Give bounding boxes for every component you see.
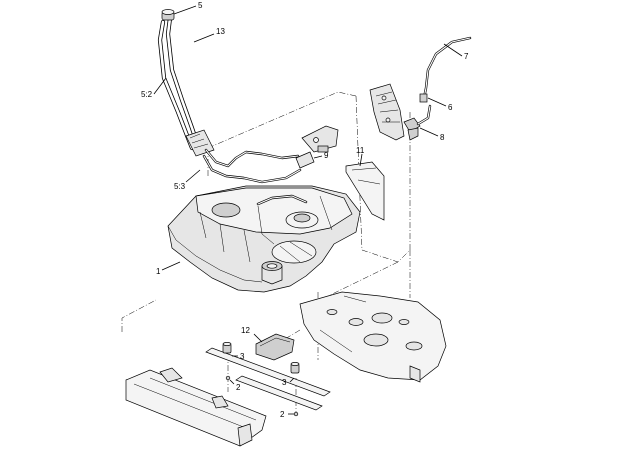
tank-strap: [205, 347, 331, 411]
screw-2b: [293, 411, 299, 417]
floor-plate: [299, 291, 447, 383]
leader-lines: [153, 5, 463, 415]
callout-3b: 3: [282, 378, 287, 387]
callout-7: 7: [464, 52, 469, 61]
callout-5-2: 5:2: [141, 90, 153, 99]
callout-2b: 2: [280, 410, 285, 419]
frame-rail: [125, 367, 267, 447]
insulation-pad: [255, 333, 295, 361]
callout-2a: 2: [236, 383, 241, 392]
tube-connector: [419, 93, 428, 103]
callout-6: 6: [448, 103, 453, 112]
breather-tube: [419, 36, 472, 103]
callout-11: 11: [356, 146, 365, 155]
check-valve: [403, 117, 421, 133]
heat-shield: [345, 161, 385, 221]
callout-1: 1: [156, 267, 161, 276]
mounting-bracket-small: [295, 125, 339, 169]
fuel-tank: [167, 185, 361, 293]
callout-labels: 5 13 5:2 7 6 8 9 11 5:3 1 12 3 2 3 2: [141, 1, 469, 419]
screw-2a: [225, 375, 231, 381]
callout-13: 13: [216, 27, 225, 36]
filler-hose-assembly: [157, 9, 302, 184]
callout-3a: 3: [240, 352, 245, 361]
callout-8: 8: [440, 133, 445, 142]
callout-5-3: 5:3: [174, 182, 186, 191]
callout-12: 12: [241, 326, 250, 335]
callout-5: 5: [198, 1, 203, 10]
callout-9: 9: [324, 151, 329, 160]
vent-valve-bracket: [369, 83, 432, 141]
hose-clamp-block: [185, 129, 215, 157]
bolts: [222, 342, 300, 417]
